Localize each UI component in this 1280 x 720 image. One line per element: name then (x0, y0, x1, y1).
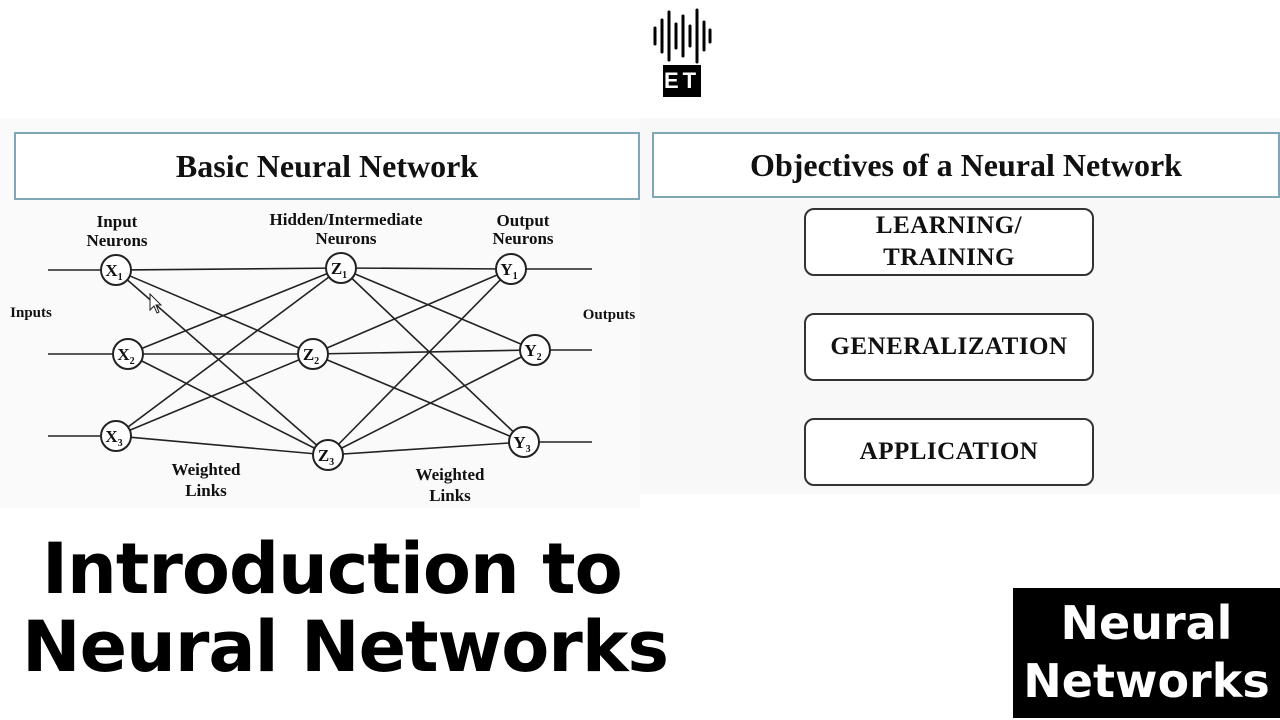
input-neuron-3: X3 (100, 420, 132, 452)
objective-text: APPLICATION (859, 438, 1039, 465)
hidden-neuron-2: Z2 (297, 338, 329, 370)
weighted-links (115, 267, 536, 456)
inputs-label: Inputs (10, 305, 52, 321)
objective-application: APPLICATION (804, 418, 1094, 486)
output-neuron-label: Y3 (513, 433, 530, 455)
input-neuron-circle (100, 420, 132, 452)
input-neuron-circle (112, 338, 144, 370)
input-neurons-label-2: Neurons (86, 231, 147, 250)
objective-generalization: GENERALIZATION (804, 313, 1094, 381)
weighted-link-1-2-0 (327, 268, 512, 456)
hidden-neurons-label-2: Neurons (315, 229, 376, 248)
hidden-neuron-circle (312, 439, 344, 471)
objective-text: LEARNING/ (875, 212, 1023, 239)
weighted-links-label-4: Links (429, 486, 471, 505)
hidden-neuron-3: Z3 (312, 439, 344, 471)
weighted-link-0-2-2 (115, 435, 329, 456)
output-neuron-circle (519, 334, 551, 366)
input-neuron-2: X2 (112, 338, 144, 370)
slide-title: Objectives of a Neural Network (652, 132, 1280, 198)
topic-badge-line-2: Networks (1023, 654, 1270, 708)
output-neuron-circle (508, 426, 540, 458)
input-neuron-1: X1 (100, 254, 132, 286)
objective-text: GENERALIZATION (830, 333, 1068, 360)
weighted-link-0-0-1 (115, 269, 314, 355)
input-neuron-label: X1 (105, 261, 122, 283)
weighted-link-0-0-0 (115, 267, 342, 271)
video-title: Introduction to Neural Networks (22, 530, 702, 686)
input-neuron-circle (100, 254, 132, 286)
weighted-links-label-3: Weighted (416, 465, 485, 484)
weighted-link-0-1-0 (127, 267, 342, 355)
weighted-link-1-2-1 (327, 349, 536, 456)
objective-learning: LEARNING/ TRAINING (804, 208, 1094, 276)
io-lines (48, 268, 592, 443)
hidden-neuron-1: Z1 (325, 252, 357, 284)
output-neuron-2: Y2 (519, 334, 551, 366)
output-neurons-label: Output (497, 211, 550, 230)
weighted-link-1-1-2 (312, 353, 525, 443)
hidden-neuron-label: Z2 (303, 345, 319, 367)
outputs-label: Outputs (583, 307, 636, 323)
weighted-link-0-2-1 (115, 353, 314, 437)
input-neurons-label: Input (97, 212, 138, 231)
weighted-link-1-0-2 (340, 267, 525, 443)
topic-badge: Neural Networks (1013, 588, 1280, 718)
weighted-link-1-1-0 (312, 268, 512, 355)
hidden-neuron-label: Z3 (318, 446, 334, 468)
weighted-links-label: Weighted (172, 460, 241, 479)
objectives-slide: Objectives of a Neural Network LEARNING/… (640, 118, 1280, 494)
output-neurons-label-2: Neurons (492, 229, 553, 248)
weighted-link-1-2-2 (327, 441, 525, 456)
hidden-neuron-circle (297, 338, 329, 370)
weighted-links-label-2: Links (185, 481, 227, 500)
weighted-link-1-1-1 (312, 349, 536, 355)
topic-badge-line-1: Neural (1060, 596, 1233, 650)
input-neuron-label: X2 (117, 345, 134, 367)
input-neuron-label: X3 (105, 427, 122, 449)
soundwave-icon (653, 8, 712, 64)
weighted-link-1-0-0 (340, 267, 512, 270)
slide-title: Basic Neural Network (14, 132, 640, 200)
channel-logo: ET (652, 8, 712, 97)
output-neuron-label: Y2 (524, 341, 541, 363)
weighted-link-0-2-0 (115, 267, 342, 437)
output-neuron-circle (495, 253, 527, 285)
video-title-line-1: Introduction to (42, 528, 623, 610)
weighted-link-1-0-1 (340, 267, 536, 351)
hidden-neurons-label: Hidden/Intermediate (270, 210, 423, 229)
logo-text: ET (663, 65, 701, 97)
output-neuron-3: Y3 (508, 426, 540, 458)
output-neuron-1: Y1 (495, 253, 527, 285)
video-title-line-2: Neural Networks (22, 606, 669, 688)
objective-text-2: TRAINING (883, 244, 1015, 271)
output-neuron-label: Y1 (500, 260, 517, 282)
hidden-neuron-circle (325, 252, 357, 284)
hidden-neuron-label: Z1 (331, 259, 347, 281)
weighted-link-0-1-2 (127, 353, 329, 456)
cursor-icon (149, 292, 163, 314)
weighted-link-0-0-2 (115, 269, 329, 456)
